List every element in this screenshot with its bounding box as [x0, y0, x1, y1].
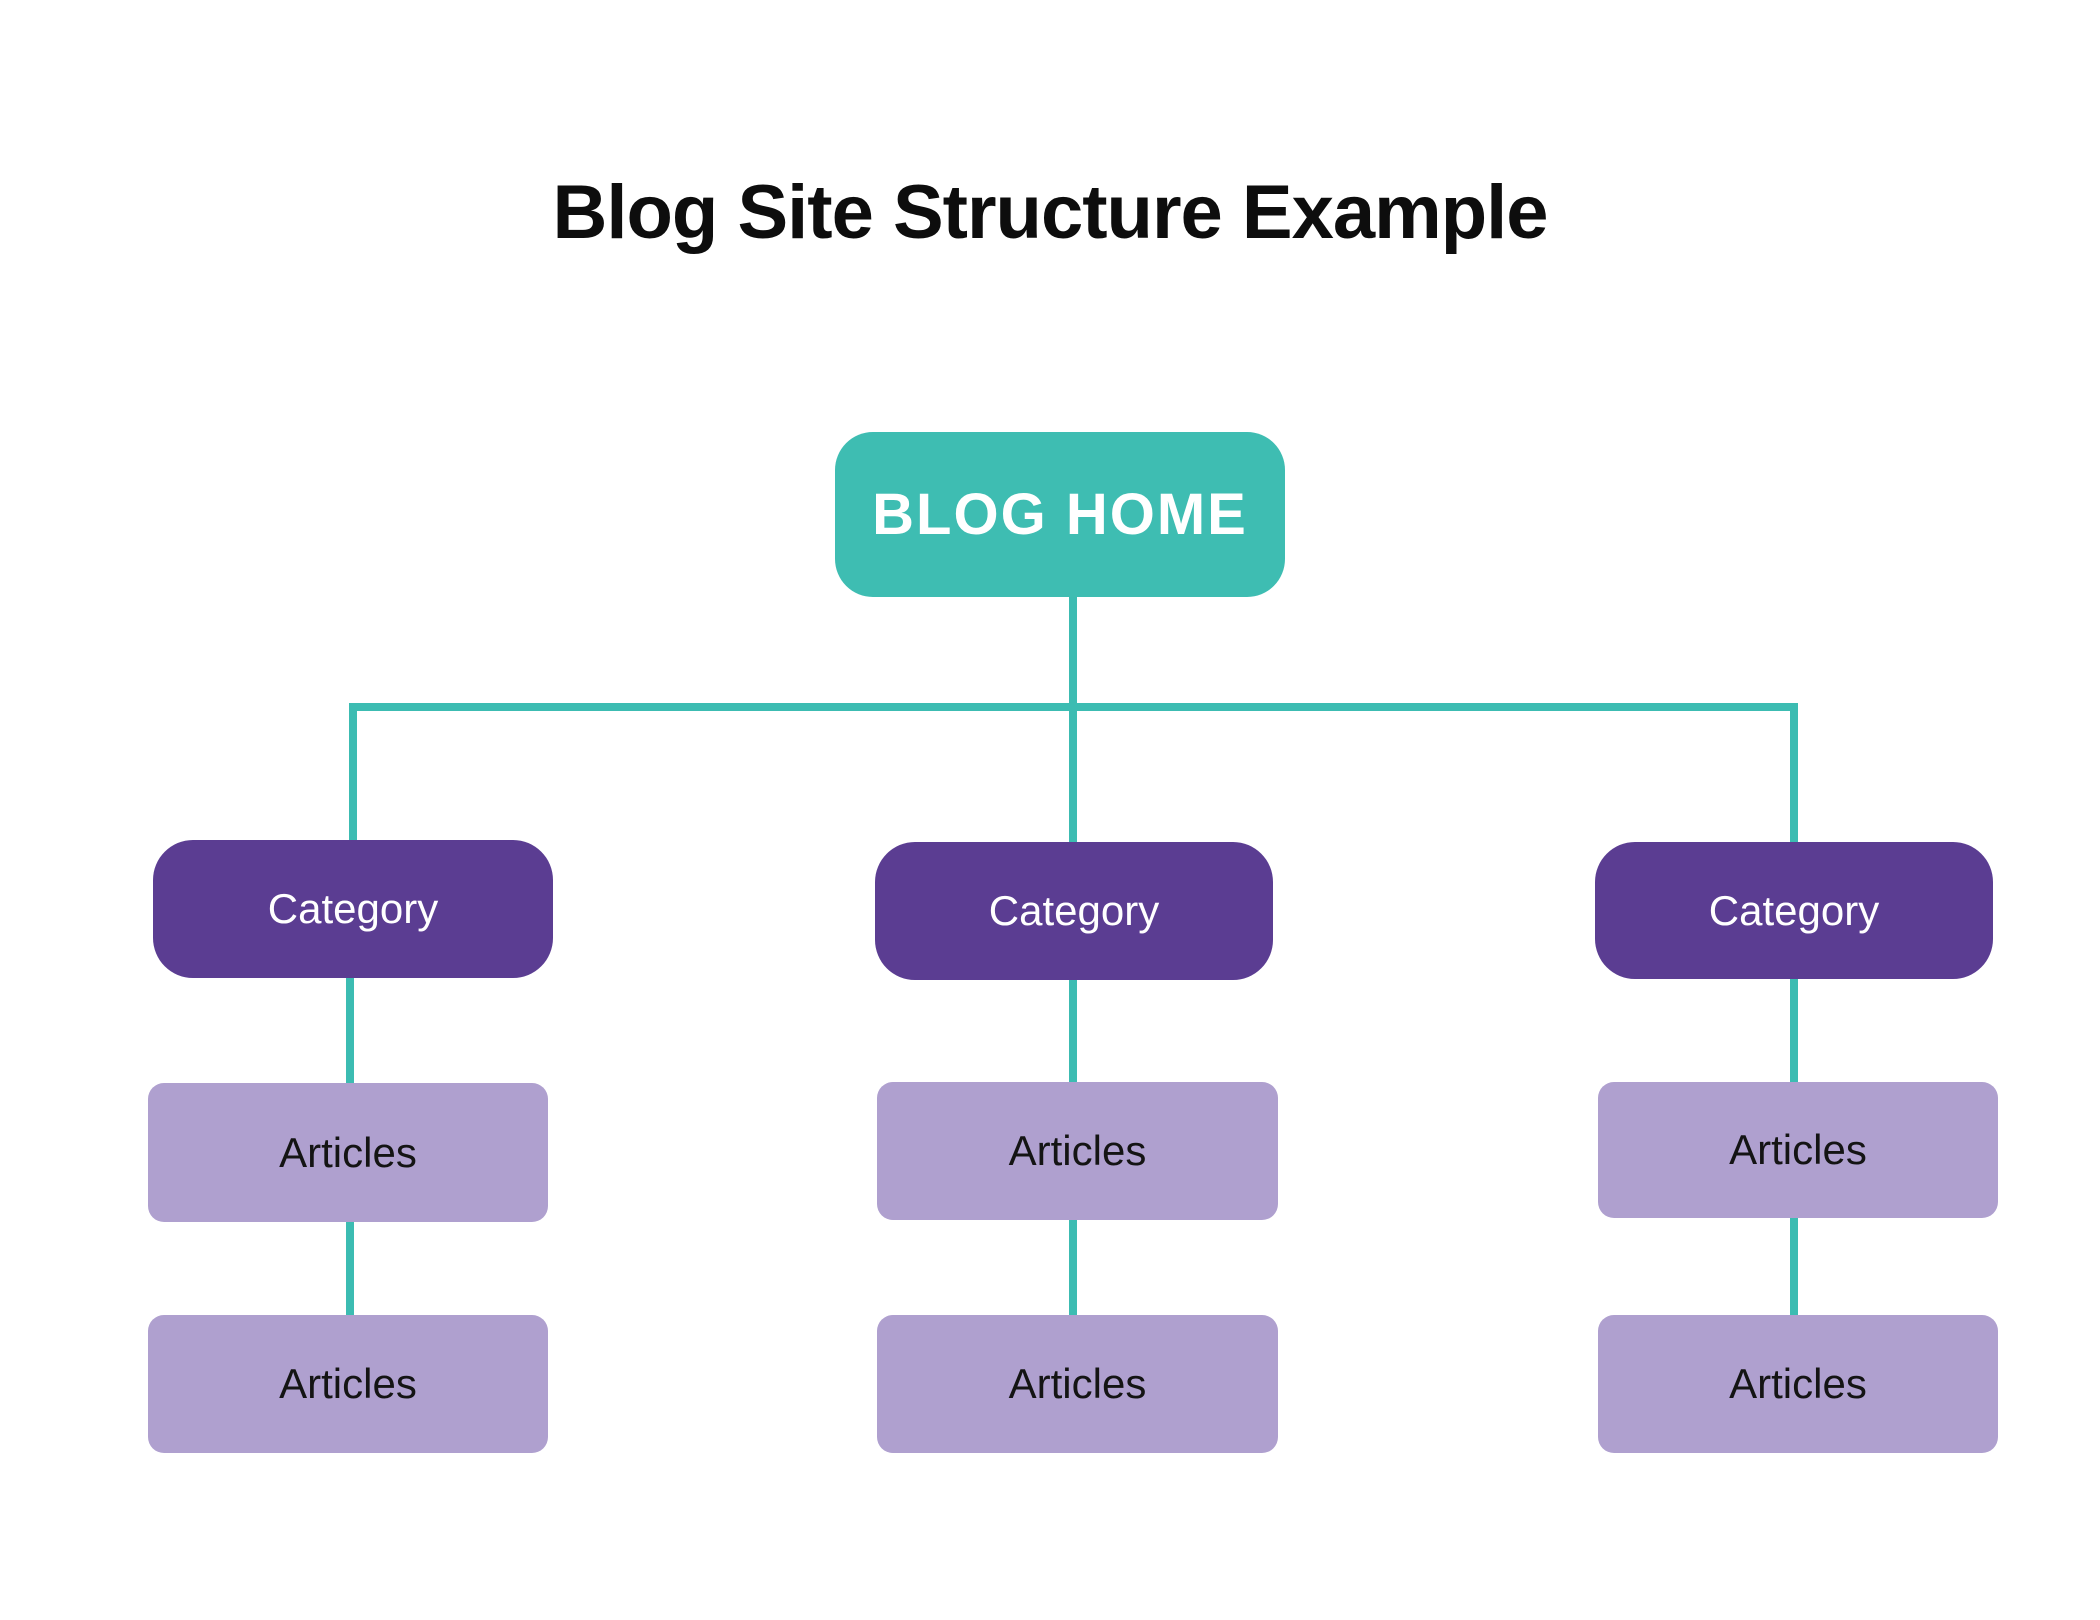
connector-col1-articles-to-articles — [346, 1222, 354, 1318]
connector-drop-category-3 — [1790, 703, 1798, 845]
connector-root-stem — [1069, 597, 1077, 707]
articles-node-3a: Articles — [1598, 1082, 1998, 1218]
articles-node-2b: Articles — [877, 1315, 1278, 1453]
category-node-2: Category — [875, 842, 1273, 980]
articles-node-1b: Articles — [148, 1315, 548, 1453]
articles-node-3b: Articles — [1598, 1315, 1998, 1453]
category-node-3: Category — [1595, 842, 1993, 979]
articles-node-1a: Articles — [148, 1083, 548, 1222]
connector-col2-category-to-articles — [1069, 979, 1077, 1085]
connector-col3-articles-to-articles — [1790, 1218, 1798, 1318]
connector-drop-category-1 — [349, 703, 357, 843]
connector-col1-category-to-articles — [346, 977, 354, 1086]
diagram-title: Blog Site Structure Example — [552, 169, 1548, 255]
blog-home-node: BLOG HOME — [835, 432, 1285, 597]
category-node-1: Category — [153, 840, 553, 978]
connector-drop-category-2 — [1069, 703, 1077, 845]
connector-col2-articles-to-articles — [1069, 1220, 1077, 1318]
articles-node-2a: Articles — [877, 1082, 1278, 1220]
connector-col3-category-to-articles — [1790, 978, 1798, 1085]
